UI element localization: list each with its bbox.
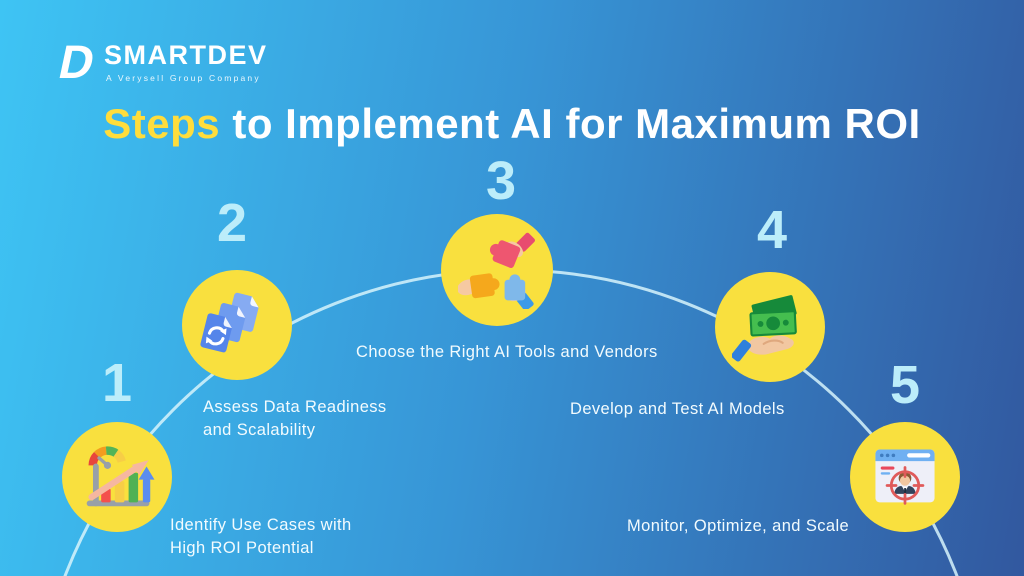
step-1-label: Identify Use Cases with High ROI Potenti… xyxy=(170,516,352,558)
smartdev-brand-name: SMARTDEV xyxy=(103,40,268,70)
roi-chart-gauge-icon xyxy=(86,446,155,507)
step-5-icon-circle xyxy=(850,422,960,532)
smartdev-tagline: A Verysell Group Company xyxy=(105,73,261,83)
step-2-icon-circle xyxy=(182,270,292,380)
step-2-label: Assess Data Readiness and Scalability xyxy=(203,398,387,440)
page-title: Steps to Implement AI for Maximum ROI xyxy=(0,100,1024,148)
step-4-label: Develop and Test AI Models xyxy=(570,400,785,418)
step-2-number: 2 xyxy=(216,193,248,253)
step-3-number: 3 xyxy=(485,151,517,211)
step-5-label: Monitor, Optimize, and Scale xyxy=(627,517,850,535)
title-rest: to Implement AI for Maximum ROI xyxy=(220,100,921,147)
step-4-icon-circle xyxy=(715,272,825,382)
step-1-icon-circle xyxy=(62,422,172,532)
step-5-number: 5 xyxy=(889,355,921,415)
smartdev-logo: D SMARTDEV A Verysell Group Company xyxy=(54,35,268,88)
puzzle-hands-icon xyxy=(458,232,535,309)
documents-sync-icon xyxy=(200,292,259,353)
step-1-number: 1 xyxy=(101,353,133,413)
browser-target-icon xyxy=(875,449,935,505)
step-4-number: 4 xyxy=(756,200,788,260)
smartdev-logo-mark: D xyxy=(54,35,100,88)
step-3-icon-circle xyxy=(441,214,553,326)
money-hand-icon xyxy=(732,295,797,362)
title-highlight: Steps xyxy=(103,100,221,147)
step-3-label: Choose the Right AI Tools and Vendors xyxy=(356,343,658,361)
